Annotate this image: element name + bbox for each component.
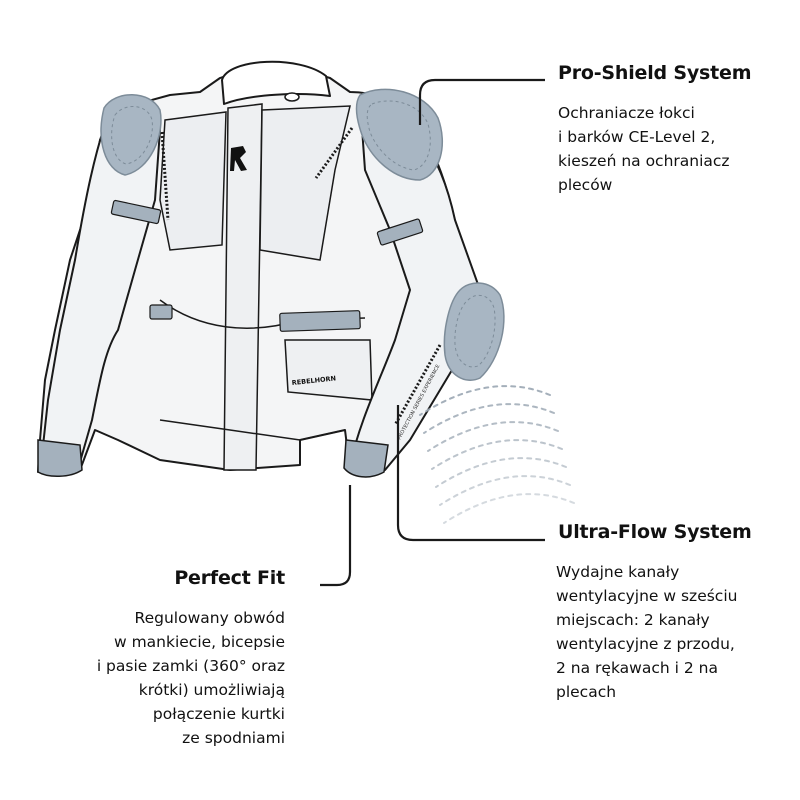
ultra-flow-line: miejscach: 2 kanały [556, 611, 710, 629]
adjusters [37, 199, 424, 478]
perfect-fit-line: w mankiecie, bicepsie [113, 633, 285, 651]
ultra-flow-line: wentylacyjne w sześciu [556, 587, 738, 605]
chest-zip-left [160, 131, 170, 221]
elbow-protector [443, 282, 505, 381]
pro-shield-line: Ochraniacze łokci [558, 104, 695, 122]
bicep-strap-right [376, 218, 424, 246]
waist-strap [279, 310, 361, 332]
airflow-line [435, 457, 567, 488]
chest-panel-right [259, 105, 351, 261]
airflow-line [431, 439, 563, 470]
chest-panel-left [159, 111, 227, 251]
side-strap-left [149, 304, 173, 320]
protector-stitching [366, 100, 431, 171]
bicep-strap-left [110, 199, 162, 225]
cuff-right [343, 439, 389, 478]
airflow-lines [419, 385, 575, 524]
jacket-body [37, 60, 486, 473]
perfect-fit-title: Perfect Fit [174, 567, 285, 589]
perfect-fit-line: krótki) umożliwiają [138, 681, 285, 699]
ultra-flow-line: 2 na rękawach i 2 na [556, 659, 718, 677]
perfect-fit-line: Regulowany obwód [134, 609, 285, 627]
pro-shield-line: kieszeń na ochraniacz [558, 152, 730, 170]
hem-panel [159, 419, 346, 441]
pro-shield-title: Pro-Shield System [558, 62, 752, 84]
ultra-flow-line: plecach [556, 683, 617, 701]
jacket-collar [221, 60, 331, 105]
ultra-flow-title: Ultra-Flow System [558, 521, 752, 543]
pro-shield-description: Ochraniacze łokci i barków CE-Level 2, k… [558, 101, 730, 197]
airflow-line [423, 403, 555, 434]
leader-line-perfect-fit [320, 485, 352, 587]
collar-snap [284, 92, 300, 102]
airflow-line [443, 493, 575, 524]
hip-pocket [284, 339, 373, 401]
pro-shield-line: i barków CE-Level 2, [558, 128, 716, 146]
perfect-fit-description: Regulowany obwód w mankiecie, bicepsie i… [40, 606, 285, 750]
leader-line-ultra-flow [396, 405, 545, 542]
pro-shield-line: pleców [558, 176, 613, 194]
leader-line-pro-shield [418, 78, 545, 125]
perfect-fit-line: ze spodniami [182, 729, 285, 747]
ultra-flow-description: Wydajne kanały wentylacyjne w sześciu mi… [556, 560, 737, 704]
perfect-fit-line: połączenie kurtki [152, 705, 285, 723]
cuff-left [37, 439, 83, 477]
perfect-fit-line: i pasie zamki (360° oraz [96, 657, 285, 675]
sleeve-vent-zip [393, 344, 442, 426]
airflow-line [419, 385, 551, 416]
airflow-line [439, 475, 571, 506]
front-placket [223, 103, 263, 471]
airflow-line [427, 421, 559, 452]
ultra-flow-line: Wydajne kanały [556, 563, 680, 581]
ultra-flow-line: wentylacyjne z przodu, [556, 635, 735, 653]
rebelhorn-logo [230, 146, 247, 171]
